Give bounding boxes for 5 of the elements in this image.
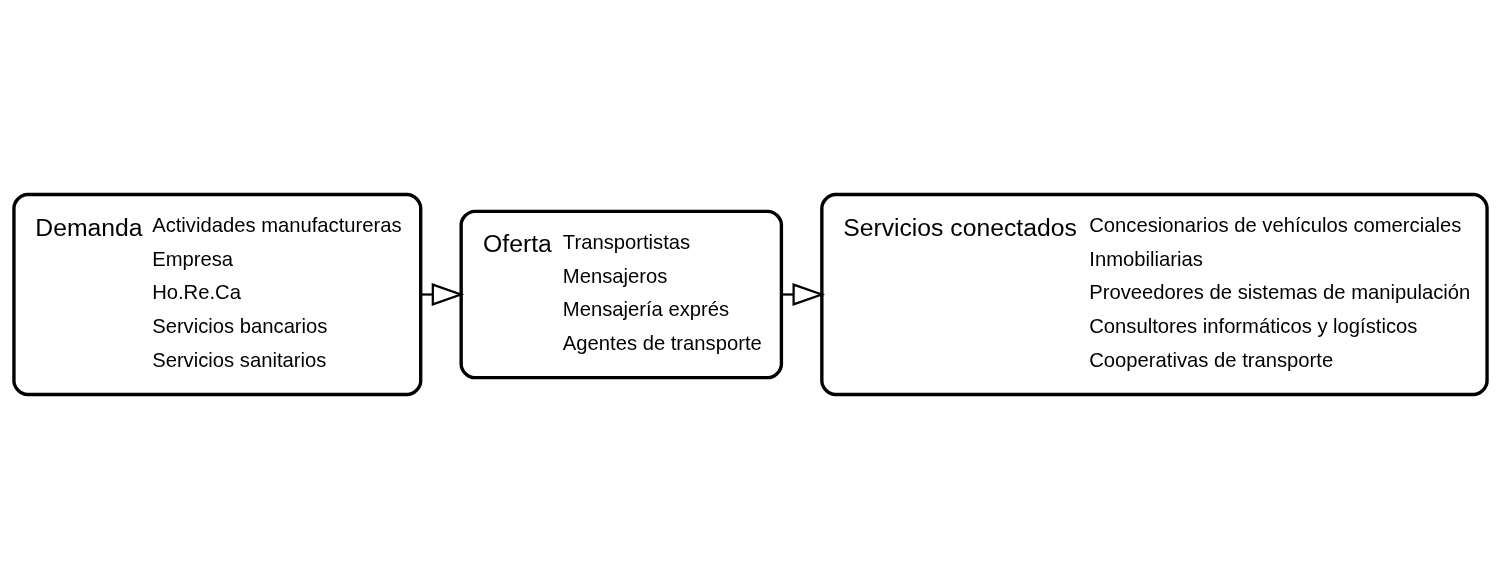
node-box: Oferta Transportistas Mensajeros Mensajería exprés Agentes de transporte (459, 209, 784, 379)
node-box: Servicios conectados Concesionarios de vehículos comerciales Inmobiliarias Proveedores de sistemas de manipulación Consultores informáticos y logísticos Cooperativas de transporte (820, 192, 1489, 396)
arrow (420, 282, 465, 306)
node-box: Demanda Actividades manufactureras Empresa Ho.Re.Ca Servicios bancarios Servicios sanitarios (12, 192, 423, 396)
arrow (781, 282, 826, 306)
